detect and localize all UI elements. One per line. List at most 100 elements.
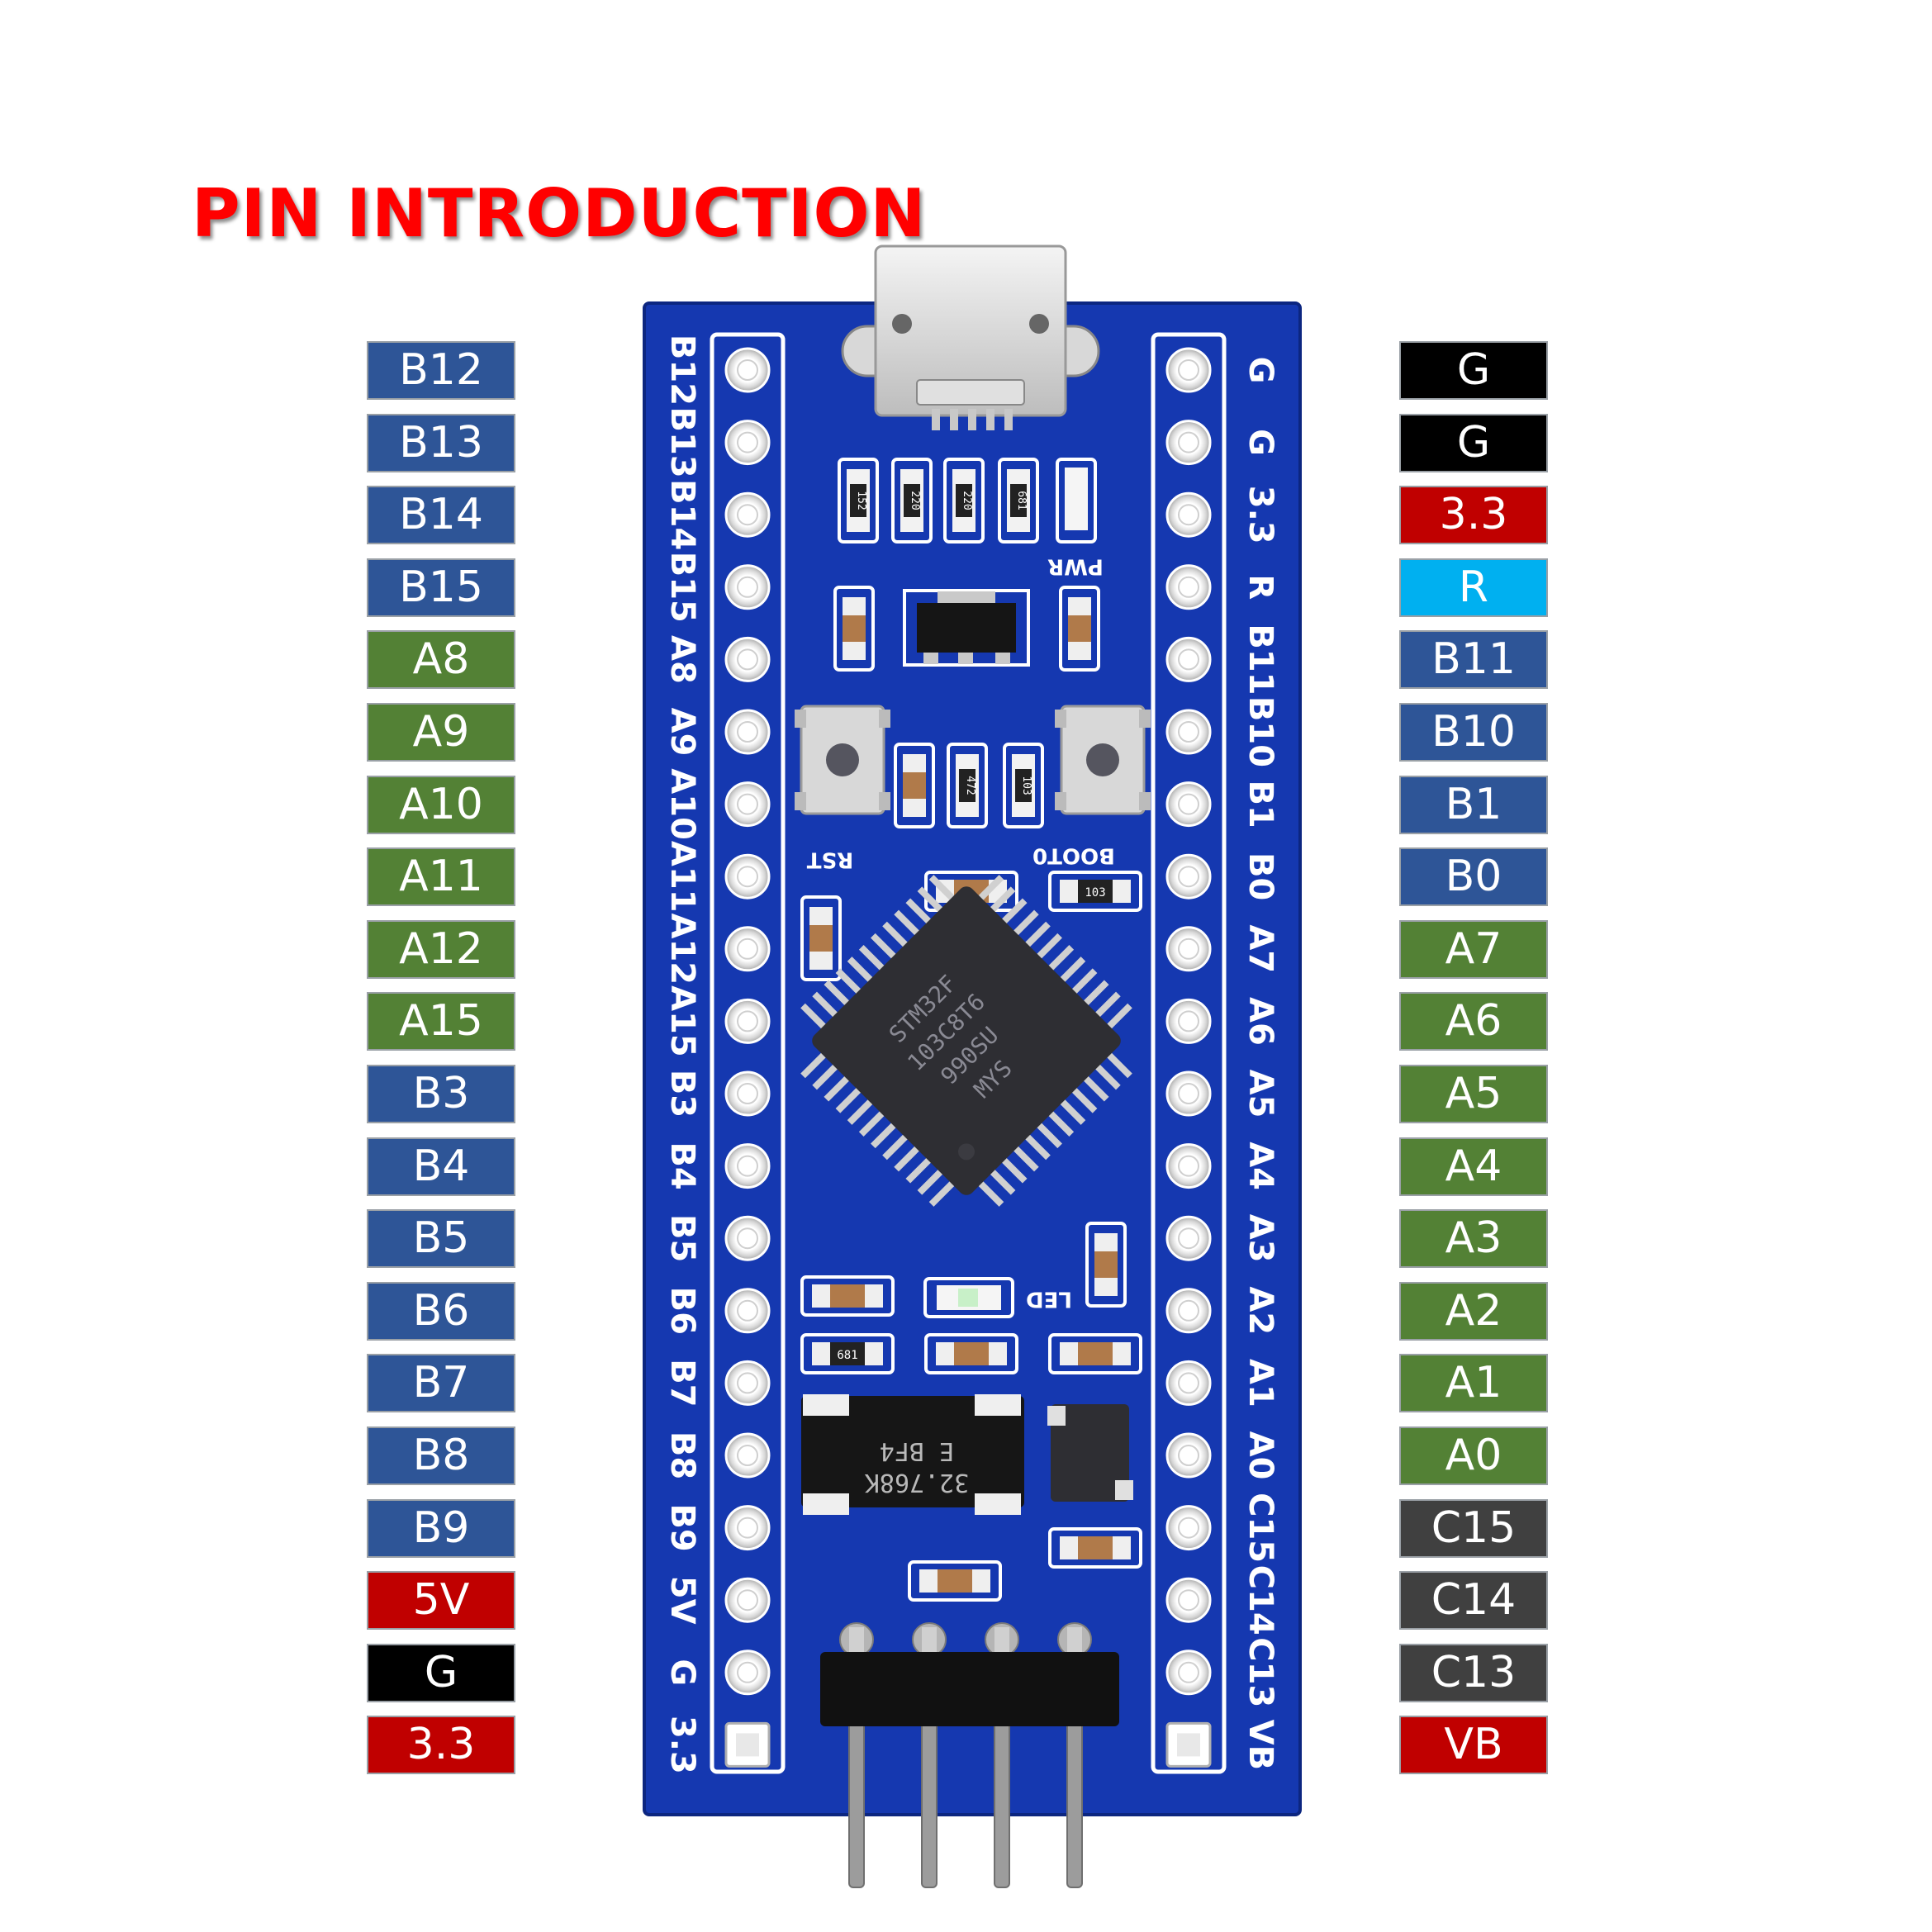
swd-pin-tip <box>849 1627 864 1652</box>
user-led-die <box>958 1289 978 1307</box>
resistor-5-mark <box>959 769 975 802</box>
resistor-7-body <box>1078 880 1113 903</box>
cap-2 <box>1059 586 1100 672</box>
silk-right-pin: B10 <box>1241 696 1279 767</box>
mcu-pin <box>894 1144 921 1172</box>
pin-hole-center <box>1178 793 1199 815</box>
resistor-1-code: 152 <box>855 491 867 510</box>
cap-2-body <box>1068 615 1091 642</box>
pin-label-left: B8 <box>367 1426 515 1485</box>
swd-pin <box>1066 1701 1083 1888</box>
mcu-pin <box>1094 1062 1121 1090</box>
mcu-pin <box>1012 1144 1039 1172</box>
resistor-4-code: 681 <box>1015 491 1028 510</box>
mcu-pin <box>928 1180 957 1207</box>
rst-label: RST <box>806 847 853 872</box>
mcu-pin <box>1000 898 1028 925</box>
pin-label-right: A7 <box>1399 919 1548 979</box>
cap-10-body <box>1078 1536 1113 1559</box>
resistor-3-code: 220 <box>961 491 973 510</box>
silk-left-pin: B5 <box>663 1214 701 1262</box>
boot-button-leg <box>1139 710 1151 728</box>
pin-label-left: A12 <box>367 919 515 979</box>
mcu-pin <box>1035 933 1062 961</box>
resistor-8-body <box>830 1342 865 1365</box>
pin-label-right: C15 <box>1399 1498 1548 1558</box>
silk-right-pin: A1 <box>1241 1359 1279 1407</box>
resistor-4-mark <box>1010 484 1027 517</box>
resistor-1 <box>838 458 879 544</box>
boot-label: BOOT0 <box>1032 843 1115 868</box>
pin-hole-center <box>737 1445 758 1466</box>
cap-9 <box>1048 1333 1142 1374</box>
pin-hole-center <box>737 1155 758 1177</box>
cap-3-body <box>903 772 926 799</box>
pin-label-right: C13 <box>1399 1643 1548 1702</box>
mcu-pin <box>988 1168 1016 1195</box>
crystal-32k-pad <box>803 1394 849 1416</box>
mcu-pin <box>1058 1098 1086 1125</box>
pwr-label: PWR <box>1047 554 1104 579</box>
cap-1 <box>833 586 875 672</box>
silk-right-pin: R <box>1241 574 1279 600</box>
pin-hole-center <box>1178 1372 1199 1394</box>
page-title: PIN INTRODUCTION <box>192 175 927 252</box>
crystal-32k-pad <box>975 1493 1021 1515</box>
pin-hole-center <box>737 1227 758 1250</box>
resistor-5-code: 472 <box>964 776 976 795</box>
swd-pin-tip <box>1067 1627 1082 1652</box>
silk-left-pin: A11 <box>663 841 701 913</box>
silk-left-pin: A15 <box>663 985 701 1057</box>
resistor-4 <box>998 458 1039 544</box>
regulator-leg <box>995 653 1010 664</box>
pin-label-left: B14 <box>367 486 515 545</box>
pin-label-right: A6 <box>1399 992 1548 1051</box>
pin-label-right: B10 <box>1399 703 1548 762</box>
silk-left-pin: B6 <box>663 1287 701 1335</box>
pin-label-right: A2 <box>1399 1281 1548 1341</box>
mcu-pin <box>905 898 933 925</box>
mcu-pin <box>1094 991 1121 1019</box>
silk-left-pin: 5V <box>663 1576 701 1625</box>
led-label: LED <box>1026 1287 1072 1312</box>
reset-button-leg <box>879 792 890 810</box>
resistor-6 <box>1003 743 1044 828</box>
silk-right-pin: A5 <box>1241 1070 1279 1118</box>
pwr-led <box>1056 458 1097 544</box>
mcu-pin <box>1105 1051 1132 1079</box>
mcu-pin <box>1023 1132 1051 1161</box>
silk-right-pin: VB <box>1241 1720 1279 1770</box>
boot-button-leg <box>1055 710 1066 728</box>
pin-hole-center <box>1178 938 1199 960</box>
silk-right-pin: B0 <box>1241 852 1279 900</box>
mcu-pin <box>858 945 886 972</box>
pin-hole-center <box>1177 1733 1200 1757</box>
pin-hole-center <box>1178 1445 1199 1466</box>
cap-10 <box>1048 1527 1142 1569</box>
resistor-8 <box>800 1333 895 1374</box>
mcu-pin <box>824 1075 851 1102</box>
cap-9-body <box>1078 1342 1113 1365</box>
cap-8-body <box>954 1342 989 1365</box>
cap-7-body <box>830 1284 865 1308</box>
silk-right-pin: G <box>1241 429 1279 456</box>
pin-hole-center <box>737 793 758 815</box>
pin-label-right: A4 <box>1399 1137 1548 1196</box>
silk-left-pin: B9 <box>663 1503 701 1551</box>
cap-6-body <box>1094 1251 1118 1278</box>
silk-right-pin: C14 <box>1241 1565 1279 1635</box>
silk-left-pin: A10 <box>663 768 701 840</box>
boot-button-plunger <box>1086 743 1119 776</box>
crystal-8m <box>1051 1404 1129 1502</box>
user-led <box>923 1277 1014 1318</box>
pin-hole-center <box>737 721 758 743</box>
pin-label-right: R <box>1399 558 1548 617</box>
mcu-pin <box>812 1062 839 1090</box>
crystal-8m-pad <box>1115 1480 1133 1500</box>
pin-hole-center <box>737 359 758 381</box>
mcu-dot <box>958 1143 975 1161</box>
pin-hole-center <box>1178 1517 1199 1539</box>
reset-button-leg <box>795 792 806 810</box>
